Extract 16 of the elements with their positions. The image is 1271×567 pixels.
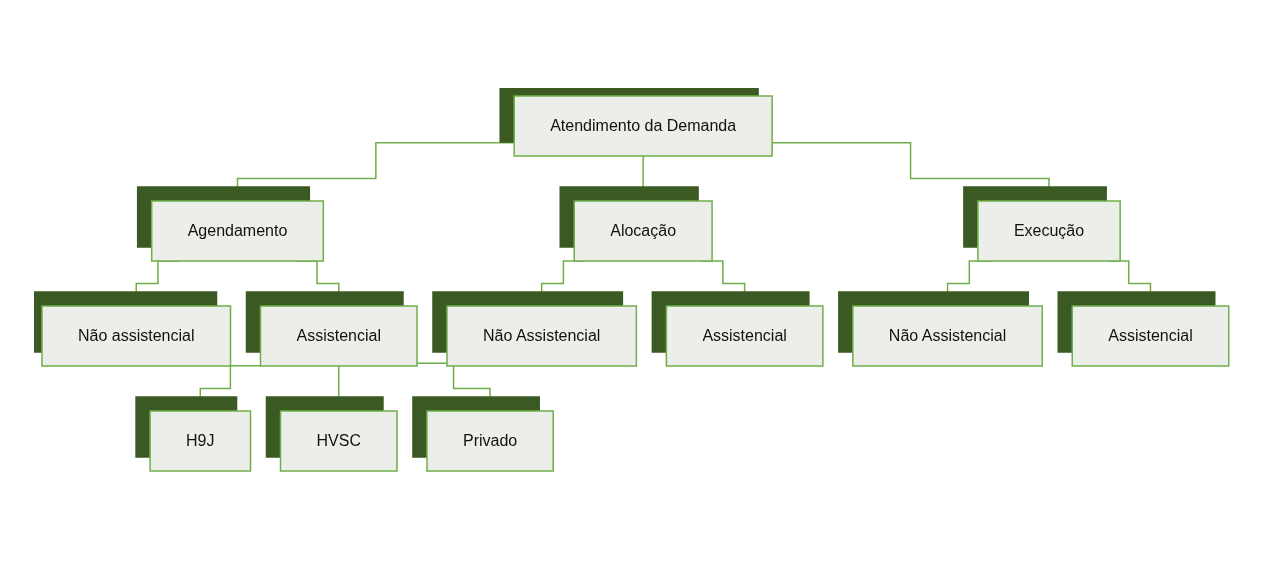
- node-box: Assistencial: [1071, 305, 1230, 367]
- node-box: Não Assistencial: [852, 305, 1044, 367]
- node-box: Agendamento: [151, 200, 325, 262]
- node-box: Atendimento da Demanda: [513, 95, 773, 157]
- node-box: Privado: [426, 410, 555, 472]
- node-box: Não Assistencial: [446, 305, 638, 367]
- node-box: Não assistencial: [41, 305, 232, 367]
- node-box: Execução: [977, 200, 1122, 262]
- connector: [338, 365, 340, 412]
- connector: [642, 155, 644, 202]
- node-box: Alocação: [573, 200, 713, 262]
- node-box: Assistencial: [665, 305, 824, 367]
- node-box: HVSC: [279, 410, 398, 472]
- node-box: Assistencial: [259, 305, 418, 367]
- connector: [199, 364, 262, 412]
- node-box: H9J: [149, 410, 252, 472]
